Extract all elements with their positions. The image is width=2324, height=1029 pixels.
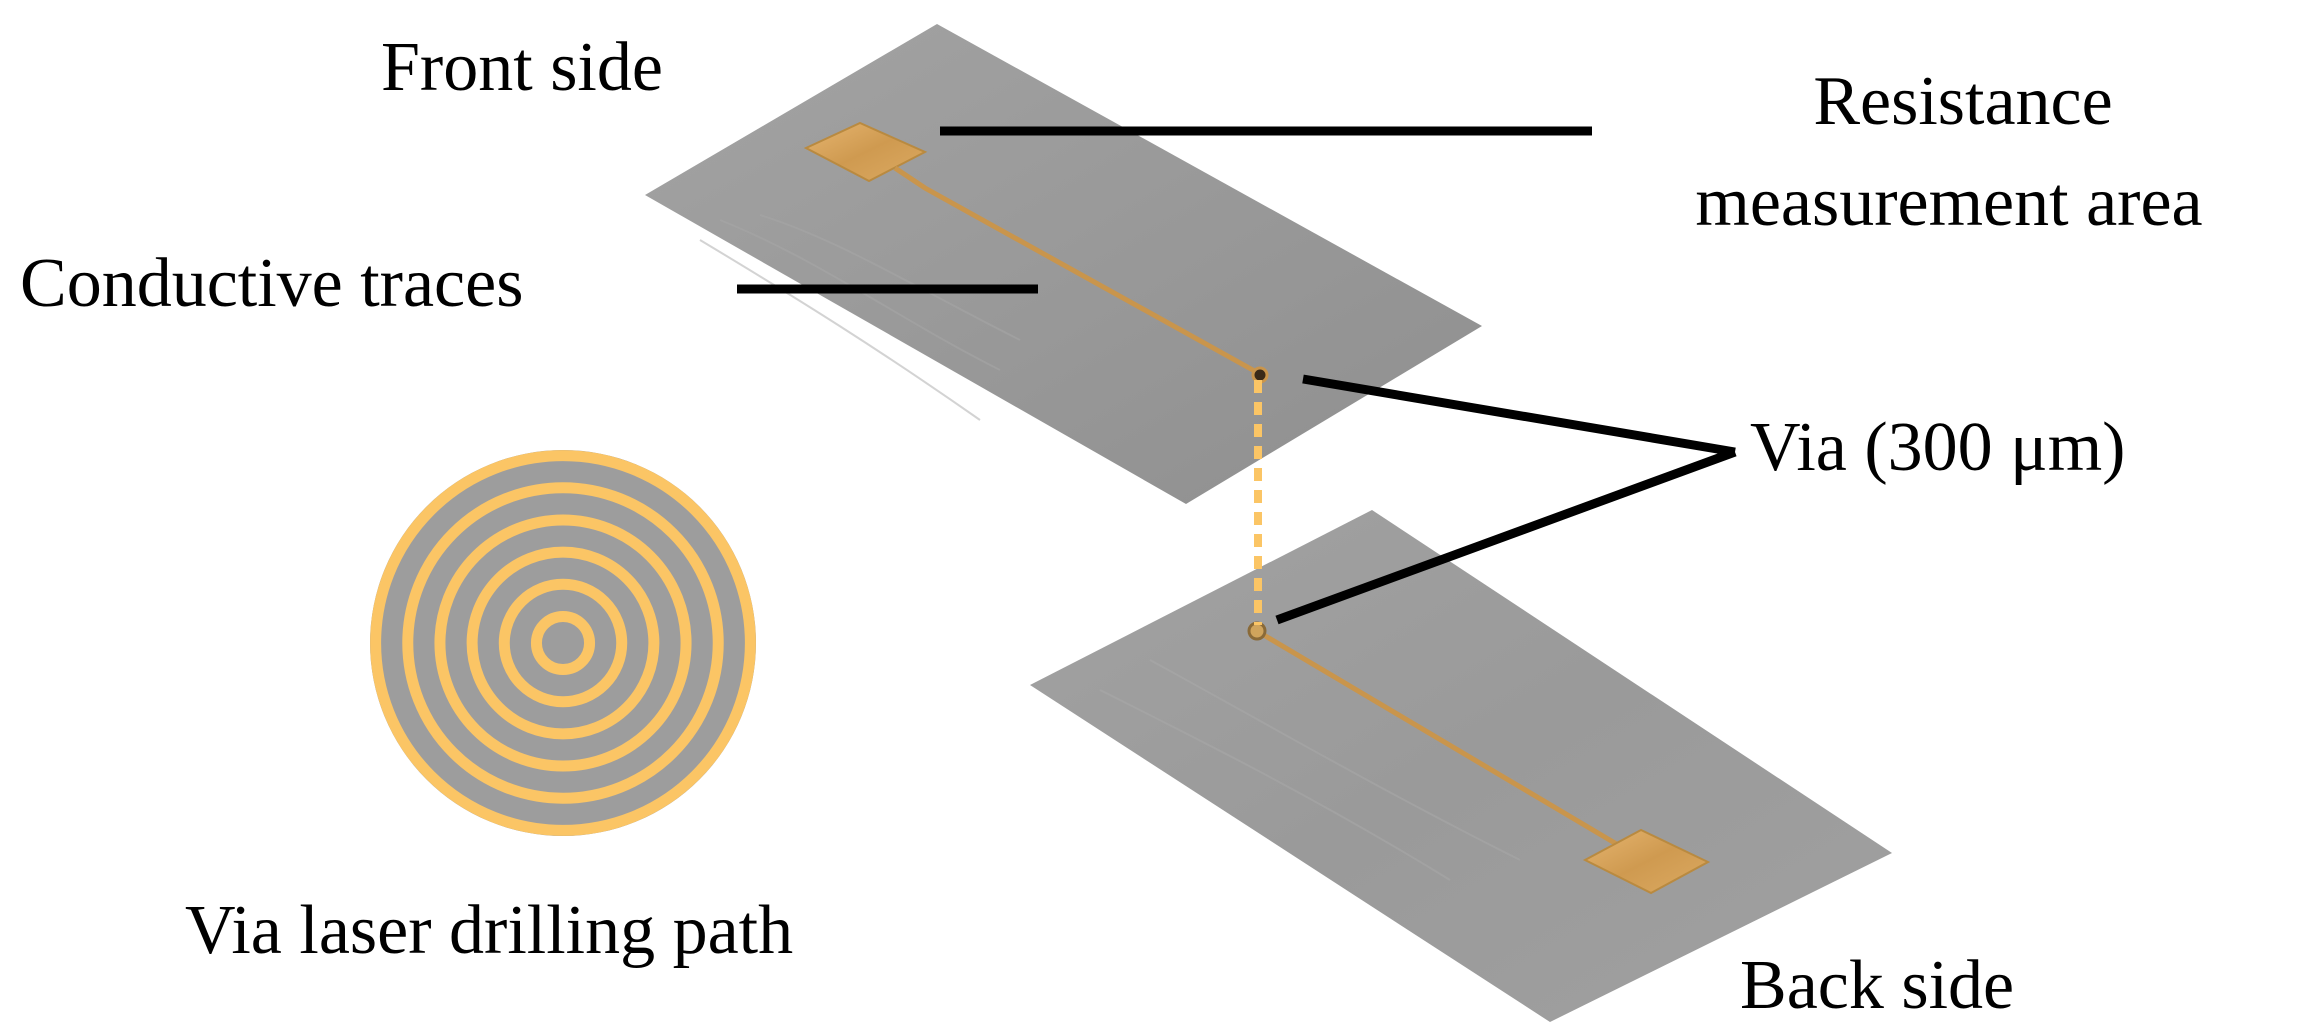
back-substrate-texture	[1099, 659, 1521, 881]
drilling-ring	[498, 578, 628, 708]
via-label: Via (300 μm)	[1750, 409, 2125, 486]
front-contact-pad	[803, 121, 928, 183]
front-via-hole	[1251, 366, 1269, 384]
back-via-hole	[1247, 621, 1267, 641]
drilling-path-label: Via laser drilling path	[185, 892, 793, 969]
back-substrate	[1030, 510, 1892, 1022]
drilling-path-disc	[370, 450, 756, 836]
drilling-path-rings	[370, 450, 756, 836]
back-side-sample	[1030, 510, 1892, 1022]
conductive-traces-label: Conductive traces	[20, 245, 523, 322]
drilling-ring	[530, 610, 596, 676]
drilling-ring	[434, 514, 692, 772]
via-front-leader-line	[1302, 374, 1736, 457]
drilling-ring	[370, 450, 756, 836]
leader-lines	[737, 126, 1737, 625]
drilling-ring	[402, 482, 724, 804]
drilling-ring	[466, 546, 660, 740]
via-back-leader-line	[1275, 447, 1737, 625]
back-conductive-trace	[1255, 628, 1632, 855]
front-side-label: Front side	[381, 29, 663, 106]
back-side-label: Back side	[1740, 947, 2014, 1024]
front-conductive-trace	[893, 165, 1262, 377]
resistance-label-line1: Resistance	[1813, 63, 2112, 140]
resistance-label-line2: measurement area	[1695, 164, 2202, 241]
back-contact-pad	[1582, 828, 1711, 895]
front-side-sample	[645, 24, 1482, 504]
